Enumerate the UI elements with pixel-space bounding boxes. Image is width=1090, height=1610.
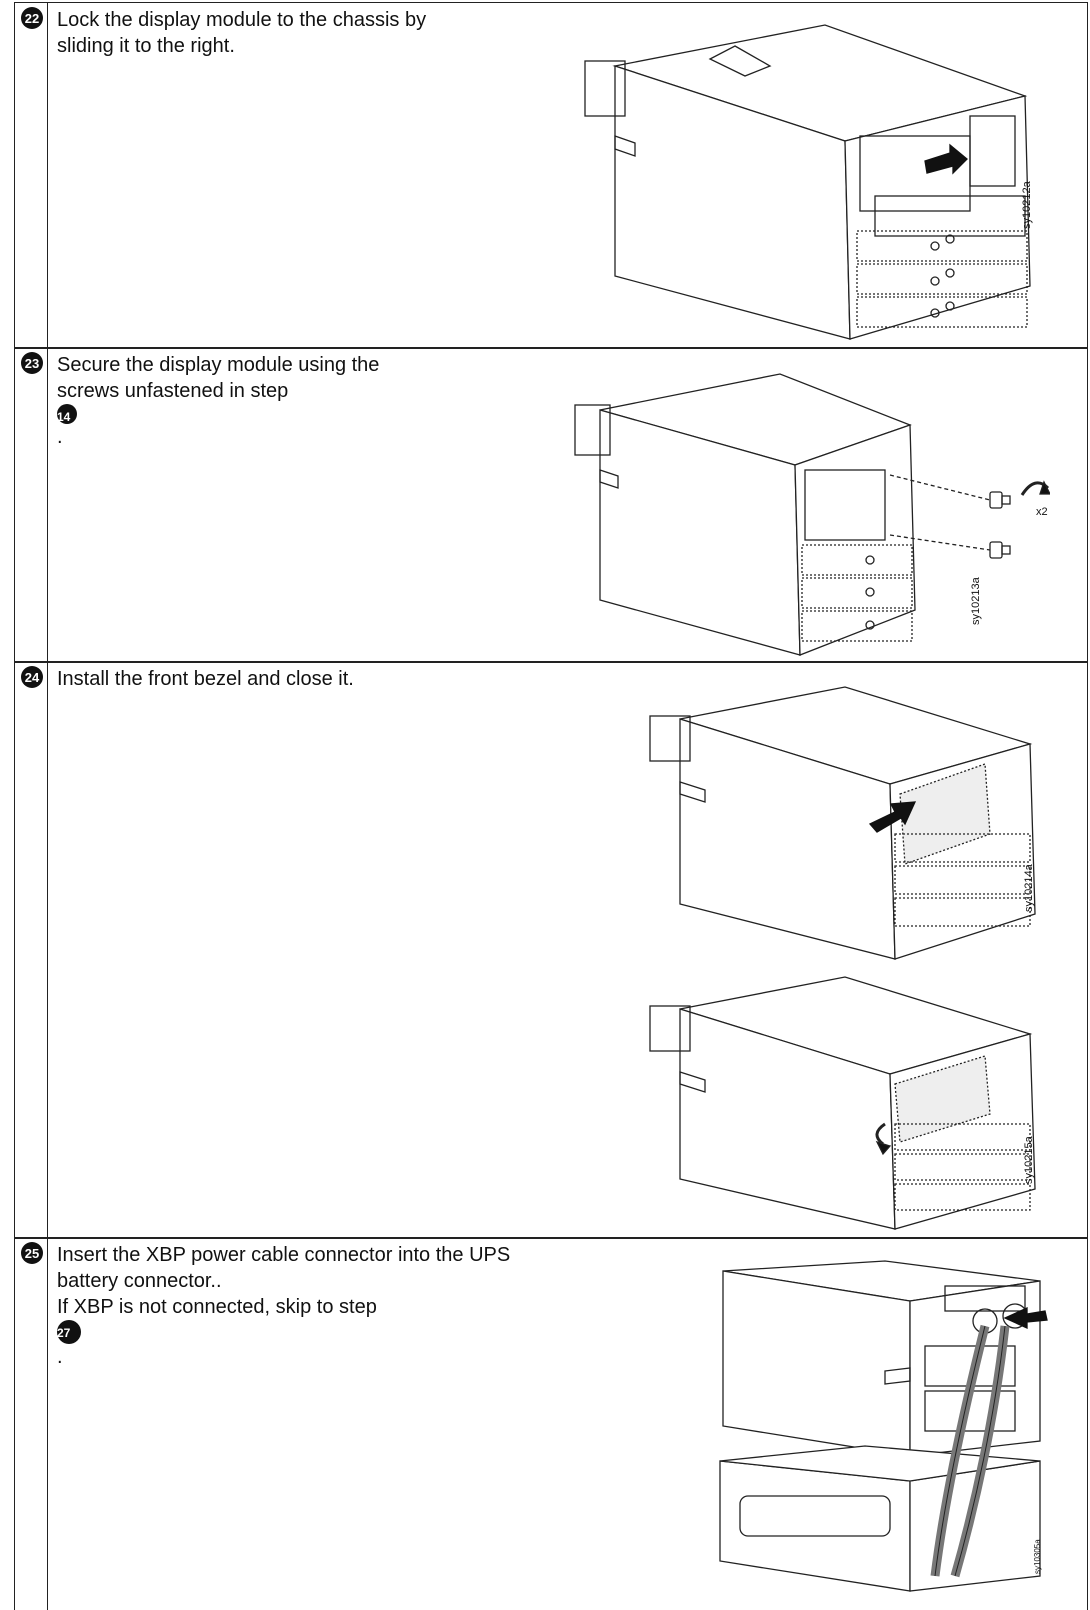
step-number-cell: 25 [15, 1238, 48, 1610]
push-arrow-icon [868, 801, 917, 833]
step-number-cell: 24 [15, 662, 48, 1238]
step-row-23: 23 Secure the display module using the s… [14, 347, 1088, 663]
step-text-line: Insert the XBP power cable connector int… [57, 1244, 511, 1266]
step-text-line: sliding it to the right. [57, 35, 235, 57]
step-text-line: If XBP is not connected, skip to step 27… [57, 1296, 377, 1368]
cable-icon [930, 1324, 1010, 1578]
step-badge-icon: 22 [21, 7, 43, 29]
step-text: Lock the display module to the chassis b… [57, 7, 426, 59]
step-badge-icon: 23 [21, 352, 43, 374]
rotate-arrow-icon [875, 1122, 892, 1156]
figure-code: sy10212a [1021, 181, 1033, 229]
step-text-line: Install the front bezel and close it. [57, 668, 354, 690]
bezel-close-illustration: sy10215a [645, 974, 1055, 1234]
screw-icon [989, 491, 1011, 559]
step-text-line: screws unfastened in step 14. [57, 380, 289, 448]
step-badge-icon: 24 [21, 666, 43, 688]
step-text-line: Secure the display module using the [57, 354, 380, 376]
step-ref-badge-icon: 27 [57, 1320, 81, 1344]
figure-code: sy10213a [970, 577, 982, 625]
step-text: Secure the display module using the scre… [57, 352, 379, 450]
figure-code: sy10305a [1033, 1539, 1042, 1574]
step-number-cell: 22 [15, 3, 48, 348]
figure-code: sy10214a [1023, 864, 1035, 912]
ups-screw-secure-illustration: x2 sy10213a [570, 370, 1050, 660]
step-row-22: 22 Lock the display module to the chassi… [14, 2, 1088, 349]
bezel-install-illustration: sy10214a [645, 684, 1055, 964]
push-arrow-icon [924, 143, 968, 175]
step-text-line: Lock the display module to the chassis b… [57, 9, 427, 31]
push-arrow-icon [1003, 1306, 1048, 1330]
step-number-cell: 23 [15, 348, 48, 662]
step-text: Install the front bezel and close it. [57, 666, 354, 692]
multiplier-label: x2 [1036, 506, 1048, 518]
step-text: Insert the XBP power cable connector int… [57, 1242, 510, 1370]
ups-display-lock-illustration: sy10212a [575, 21, 1055, 346]
step-ref-badge-icon: 14 [57, 404, 77, 424]
step-row-24: 24 Install the front bezel and close it.… [14, 661, 1088, 1239]
xbp-cable-connect-illustration: sy10305a [715, 1256, 1060, 1596]
rotate-arrow-icon [1020, 480, 1050, 496]
step-badge-icon: 25 [21, 1242, 43, 1264]
step-text-line: battery connector.. [57, 1270, 222, 1292]
figure-code: sy10215a [1023, 1136, 1035, 1184]
step-row-25: 25 Insert the XBP power cable connector … [14, 1237, 1088, 1610]
